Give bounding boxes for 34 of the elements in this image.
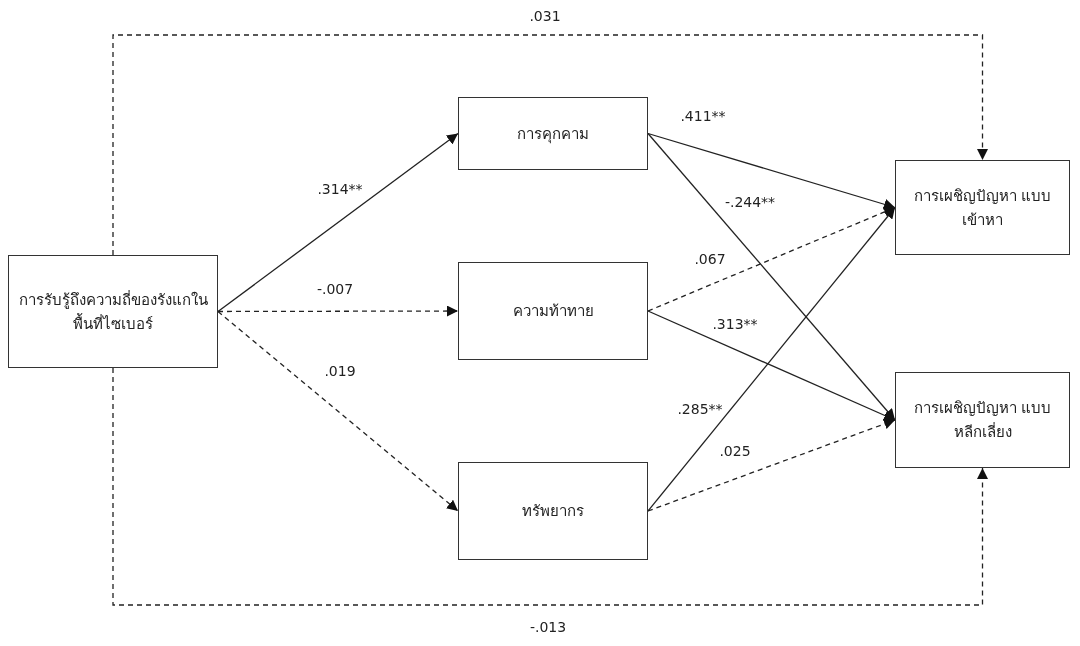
path-coefficient: .411** — [680, 109, 726, 125]
arrow — [647, 418, 896, 512]
path-coefficient: .314** — [317, 182, 363, 198]
arrow — [217, 310, 459, 512]
arrow — [647, 206, 896, 512]
variable-name: การรับรู้ถึงความถี่ของรังแกในพื้นที่ไซเบอร์ — [17, 289, 209, 335]
arrow — [647, 132, 896, 421]
variable-box — [458, 97, 648, 170]
arrow — [112, 34, 988, 256]
variable-box — [8, 255, 218, 368]
path-coefficient: -.013 — [529, 620, 567, 636]
variable-name: การเผชิญปัญหา แบบเข้าหา — [912, 185, 1053, 231]
variable-name: การคุกคาม — [516, 123, 590, 146]
variable-box — [895, 160, 1070, 255]
variable-box — [458, 262, 648, 360]
arrow — [647, 206, 896, 312]
arrow — [647, 310, 896, 421]
arrow — [647, 132, 896, 210]
arrow — [217, 305, 459, 317]
path-coefficient: -.244** — [724, 195, 776, 211]
arrow — [217, 132, 459, 313]
path-coefficient: .019 — [324, 364, 356, 380]
path-coefficient: .025 — [719, 444, 751, 460]
path-coefficient: .031 — [529, 9, 561, 25]
path-coefficient: .285** — [677, 402, 723, 418]
path-coefficient: .067 — [694, 252, 726, 268]
path-coefficient: .313** — [712, 317, 758, 333]
variable-name: ความท้าทาย — [511, 301, 595, 322]
path-coefficient: -.007 — [316, 282, 354, 298]
arrow — [112, 367, 988, 606]
variable-box — [458, 462, 648, 560]
variable-box — [895, 372, 1070, 468]
variable-name: การเผชิญปัญหา แบบหลีกเลี่ยง — [912, 398, 1053, 443]
variable-name: ทรัพยากร — [521, 501, 585, 522]
